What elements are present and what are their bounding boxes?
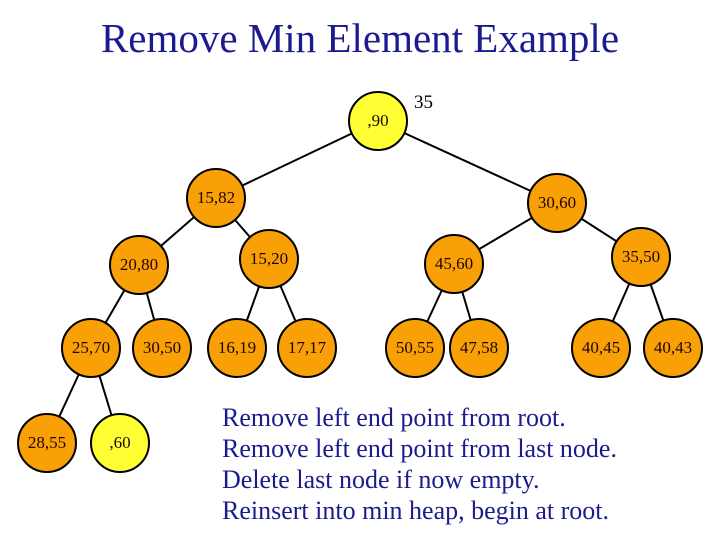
removed-min-label: 35 bbox=[414, 92, 433, 113]
tree-node-n4560: 45,60 bbox=[424, 234, 484, 294]
tree-node-n3550: 35,50 bbox=[611, 227, 671, 287]
note-line-3: Delete last node if now empty. bbox=[222, 465, 540, 494]
slide-title: Remove Min Element Example bbox=[100, 15, 620, 61]
tree-node-n1717: 17,17 bbox=[277, 318, 337, 378]
tree-node-n1619: 16,19 bbox=[207, 318, 267, 378]
tree-node-root: ,90 bbox=[348, 91, 408, 151]
note-line-1: Remove left end point from root. bbox=[222, 403, 566, 432]
note-line-2: Remove left end point from last node. bbox=[222, 434, 617, 463]
heap-edge bbox=[377, 120, 558, 204]
tree-node-n4043: 40,43 bbox=[643, 318, 703, 378]
tree-node-n4045: 40,45 bbox=[571, 318, 631, 378]
tree-node-n2080: 20,80 bbox=[109, 235, 169, 295]
tree-node-n2855: 28,55 bbox=[17, 413, 77, 473]
notes-block: Remove left end point from root. Remove … bbox=[222, 402, 617, 526]
note-line-4: Reinsert into min heap, begin at root. bbox=[222, 496, 610, 525]
tree-node-n3050: 30,50 bbox=[132, 318, 192, 378]
tree-node-n1520: 15,20 bbox=[239, 229, 299, 289]
tree-node-n1582: 15,82 bbox=[186, 168, 246, 228]
tree-node-n3060: 30,60 bbox=[527, 173, 587, 233]
tree-node-n2570: 25,70 bbox=[61, 318, 121, 378]
tree-node-n4758: 47,58 bbox=[449, 318, 509, 378]
tree-node-n60: ,60 bbox=[90, 413, 150, 473]
tree-node-n5055: 50,55 bbox=[385, 318, 445, 378]
